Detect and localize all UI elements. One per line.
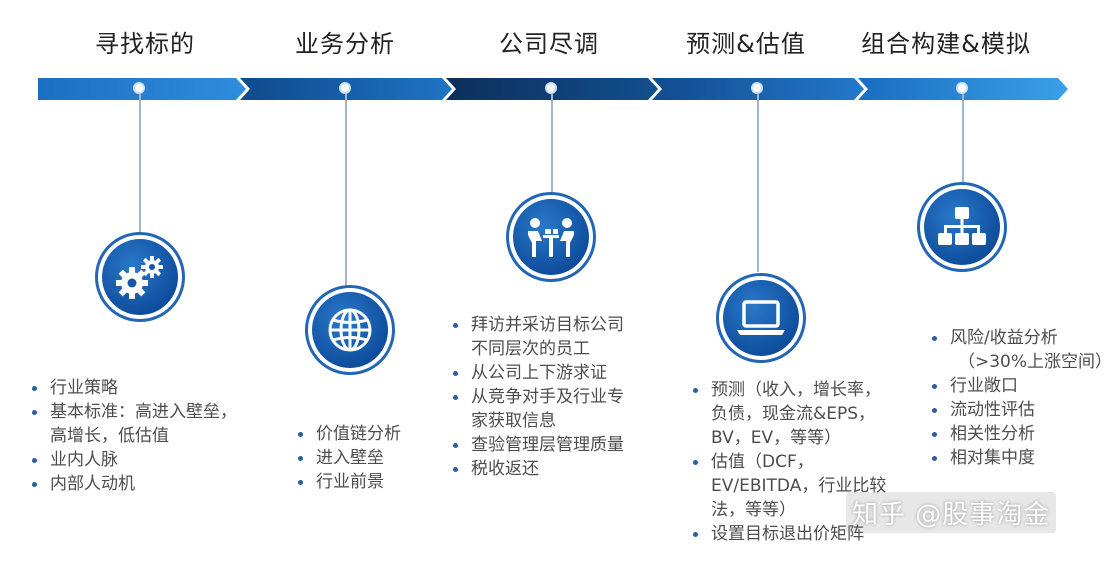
gears-icon <box>116 256 163 299</box>
connector-line-5 <box>962 94 964 182</box>
timeline-dot-5 <box>956 82 968 94</box>
stage-badge-5 <box>917 182 1007 272</box>
bullet-item-continuation: 家获取信息 <box>471 411 556 431</box>
bullet-item: 行业策略 <box>28 376 237 400</box>
bullet-item: 风险/收益分析 <box>928 326 1112 350</box>
bullet-item: 预测（收入，增长率， <box>689 378 886 402</box>
connector-line-2 <box>345 94 347 290</box>
laptop-icon <box>737 300 785 335</box>
bullet-item: 估值（DCF， <box>689 450 886 474</box>
bullet-item: 价值链分析 <box>294 422 401 446</box>
stage-title-3: 公司尽调 <box>499 30 599 58</box>
bullet-item-continuation: 法，等等） <box>711 500 796 520</box>
globe-icon <box>328 308 372 352</box>
timeline-dot-1 <box>133 82 145 94</box>
timeline-dot-3 <box>545 82 557 94</box>
connector-line-1 <box>139 94 141 232</box>
org-chart-icon <box>938 207 986 245</box>
connector-line-4 <box>757 94 759 272</box>
bullet-item: 从竞争对手及行业专 <box>449 385 624 409</box>
bullet-item: 基本标准：高进入壁垒， <box>28 400 237 424</box>
bullet-item-continuation: BV，EV，等等） <box>711 428 842 448</box>
bullet-item: 相关性分析 <box>928 422 1112 446</box>
bullet-item-continuation: 不同层次的员工 <box>471 339 590 359</box>
bullet-item: 设置目标退出价矩阵 <box>689 522 886 546</box>
bullet-item: 行业前景 <box>294 470 401 494</box>
bullet-item-continuation: 高增长，低估值 <box>50 426 169 446</box>
bullet-item: 业内人脉 <box>28 448 237 472</box>
timeline-dot-2 <box>339 82 351 94</box>
timeline-dot-4 <box>751 82 763 94</box>
stage-badge-3 <box>506 192 596 282</box>
stage-badge-4 <box>716 273 806 363</box>
bullet-item-continuation: 负债，现金流&EPS， <box>711 404 876 424</box>
stage-3-bullets: 拜访并采访目标公司 不同层次的员工 从公司上下游求证 从竞争对手及行业专 家获取… <box>449 313 624 481</box>
bullet-item: 进入壁垒 <box>294 446 401 470</box>
bullet-item: 相对集中度 <box>928 446 1112 470</box>
stage-title-4: 预测&估值 <box>686 30 806 58</box>
bullet-item-continuation: （>30%上涨空间） <box>958 352 1113 372</box>
bullet-item-continuation: EV/EBITDA，行业比较 <box>711 476 887 496</box>
stage-2-bullets: 价值链分析 进入壁垒 行业前景 <box>294 422 401 494</box>
stage-5-bullets: 风险/收益分析 （>30%上涨空间） 行业敞口 流动性评估 相关性分析 相对集中… <box>928 326 1112 470</box>
bullet-item: 查验管理层管理质量 <box>449 433 624 457</box>
stage-title-5: 组合构建&模拟 <box>861 30 1031 58</box>
bullet-item: 内部人动机 <box>28 472 237 496</box>
stage-title-1: 寻找标的 <box>95 30 195 58</box>
meeting-icon <box>528 218 574 257</box>
stage-badge-2 <box>305 285 395 375</box>
bullet-item: 拜访并采访目标公司 <box>449 313 624 337</box>
watermark: 知乎 @股事淘金 <box>846 492 1057 533</box>
bullet-item: 流动性评估 <box>928 398 1112 422</box>
bullet-item: 税收返还 <box>449 457 624 481</box>
bullet-item: 从公司上下游求证 <box>449 361 624 385</box>
connector-line-3 <box>551 94 553 192</box>
stage-title-2: 业务分析 <box>295 30 395 58</box>
stage-badge-1 <box>95 232 185 322</box>
stage-1-bullets: 行业策略 基本标准：高进入壁垒， 高增长，低估值 业内人脉 内部人动机 <box>28 376 237 496</box>
bullet-item: 行业敞口 <box>928 374 1112 398</box>
stage-4-bullets: 预测（收入，增长率， 负债，现金流&EPS， BV，EV，等等） 估值（DCF，… <box>689 378 886 546</box>
